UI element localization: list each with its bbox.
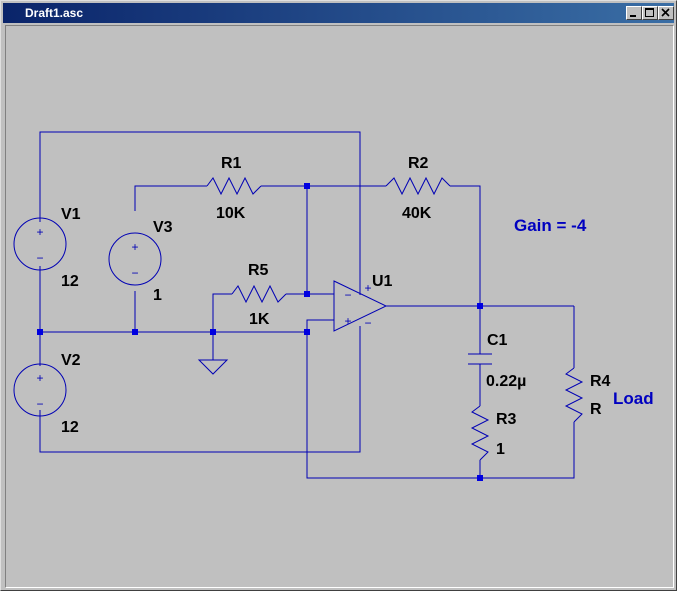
v3-name-label[interactable]: V3 xyxy=(153,219,173,236)
labels: V1 12 V2 12 V3 1 R1 10K R2 40K R5 1K U1 … xyxy=(61,155,654,458)
junctions xyxy=(37,183,483,481)
maximize-button[interactable] xyxy=(642,6,658,20)
capacitor-c1[interactable] xyxy=(468,353,492,365)
gain-comment[interactable]: Gain = -4 xyxy=(514,216,587,235)
wire-v3-top[interactable] xyxy=(134,185,207,211)
resistor-r5[interactable] xyxy=(231,284,287,304)
resistor-r2[interactable] xyxy=(385,176,451,196)
v1-minus-sign: − xyxy=(36,251,43,265)
opamp-supply-minus-sign: − xyxy=(364,316,371,330)
r3-value-label[interactable]: 1 xyxy=(496,441,505,458)
minimize-button[interactable] xyxy=(626,6,642,20)
wire-plus-in[interactable] xyxy=(306,319,334,332)
r5-value-label[interactable]: 1K xyxy=(249,311,270,328)
junction-dot xyxy=(132,329,138,335)
v3-value-label[interactable]: 1 xyxy=(153,287,162,304)
junction-dot xyxy=(304,291,310,297)
v2-name-label[interactable]: V2 xyxy=(61,352,81,369)
junction-dot xyxy=(477,303,483,309)
minimize-icon xyxy=(630,15,636,17)
r5-name-label[interactable]: R5 xyxy=(248,262,269,279)
voltage-source-v1[interactable]: + − xyxy=(13,217,67,271)
wire-r2-right[interactable] xyxy=(450,185,481,306)
junction-dot xyxy=(37,329,43,335)
junction-dot xyxy=(304,183,310,189)
wire-v1-top[interactable] xyxy=(39,131,361,295)
c1-value-label[interactable]: 0.22µ xyxy=(486,373,526,390)
close-button[interactable] xyxy=(658,6,674,20)
voltage-source-v3[interactable]: + − xyxy=(108,232,162,286)
r2-value-label[interactable]: 40K xyxy=(402,205,432,222)
c1-name-label[interactable]: C1 xyxy=(487,332,508,349)
u1-name-label[interactable]: U1 xyxy=(372,273,393,290)
wires xyxy=(39,131,575,479)
r1-value-label[interactable]: 10K xyxy=(216,205,246,222)
r1-name-label[interactable]: R1 xyxy=(221,155,242,172)
junction-dot xyxy=(210,329,216,335)
schematic-drawing: + − + − + − xyxy=(13,131,654,481)
r4-value-label[interactable]: R xyxy=(590,401,602,418)
junction-dot xyxy=(304,329,310,335)
maximize-icon xyxy=(645,8,654,17)
v1-name-label[interactable]: V1 xyxy=(61,206,81,223)
opamp-plus-input-sign: + xyxy=(344,314,351,328)
close-icon xyxy=(661,8,670,17)
v2-value-label[interactable]: 12 xyxy=(61,419,79,436)
r3-name-label[interactable]: R3 xyxy=(496,411,517,428)
resistor-r4[interactable] xyxy=(564,367,584,423)
r4-name-label[interactable]: R4 xyxy=(590,373,611,390)
title-bar[interactable]: Draft1.asc xyxy=(3,3,674,23)
v3-plus-sign: + xyxy=(131,240,138,254)
v1-value-label[interactable]: 12 xyxy=(61,273,79,290)
v3-minus-sign: − xyxy=(131,266,138,280)
resistor-r3[interactable] xyxy=(470,405,490,461)
opamp-minus-input-sign: − xyxy=(344,288,351,302)
wire-r5-left[interactable] xyxy=(212,293,232,332)
v1-plus-sign: + xyxy=(36,225,43,239)
wire-v2-bottom[interactable] xyxy=(39,326,361,453)
v2-minus-sign: − xyxy=(36,397,43,411)
wire-r4-bottom[interactable] xyxy=(306,332,575,479)
load-comment[interactable]: Load xyxy=(613,389,654,408)
junction-dot xyxy=(477,475,483,481)
r2-name-label[interactable]: R2 xyxy=(408,155,429,172)
schematic-canvas[interactable]: + − + − + − xyxy=(5,25,674,588)
ground-icon[interactable] xyxy=(197,359,229,375)
opamp-u1[interactable]: − + + − xyxy=(333,280,388,332)
window-title: Draft1.asc xyxy=(25,6,84,20)
v2-plus-sign: + xyxy=(36,371,43,385)
voltage-source-v2[interactable]: + − xyxy=(13,363,67,417)
resistor-r1[interactable] xyxy=(206,176,262,196)
opamp-supply-plus-sign: + xyxy=(364,281,371,295)
